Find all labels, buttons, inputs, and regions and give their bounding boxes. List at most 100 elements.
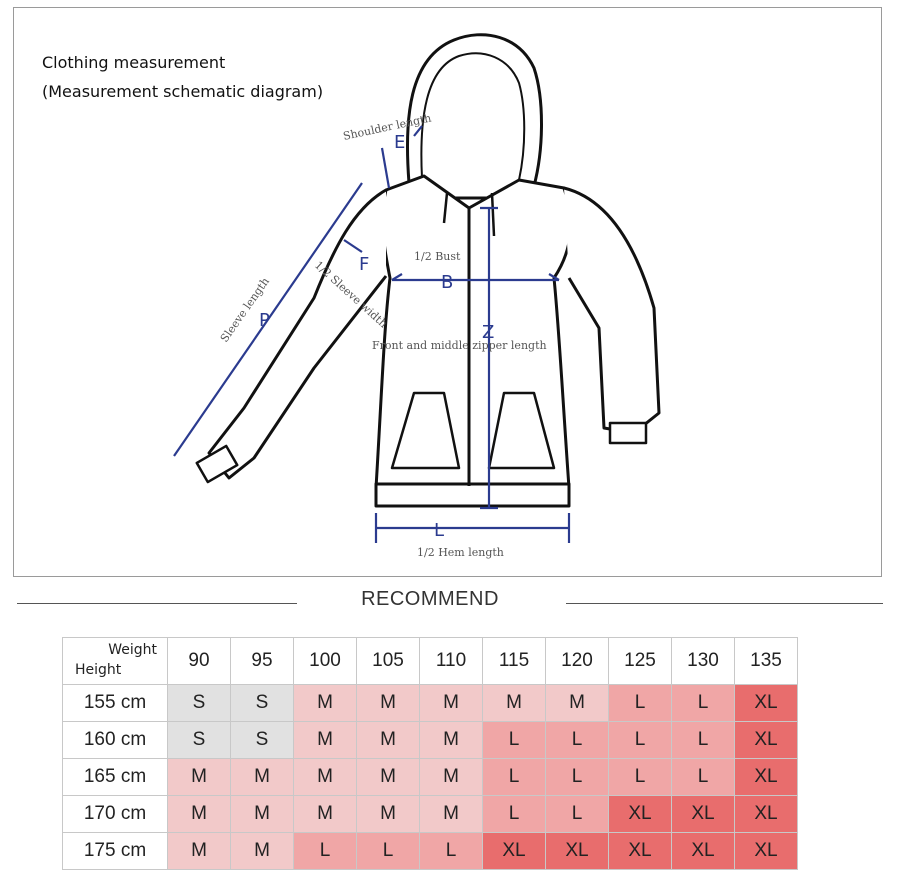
size-cell: S (230, 721, 294, 759)
size-cell: M (356, 758, 420, 796)
size-cell: S (167, 684, 231, 722)
weight-column-header: 100 (293, 637, 357, 685)
height-row-header: 175 cm (62, 832, 168, 870)
letter-e: E (394, 132, 405, 153)
left-cuff (195, 444, 239, 484)
weight-column-header: 110 (419, 637, 483, 685)
hoodie-diagram: E F B P Z L Shoulder length 1/2 Bust 1/2… (173, 33, 661, 559)
hood-inner (420, 52, 526, 181)
size-cell: XL (734, 684, 798, 722)
letter-l: L (434, 520, 444, 541)
divider-line-left (17, 603, 297, 604)
height-header: Height (75, 662, 122, 678)
bust-dim-arrow-l (391, 273, 403, 281)
size-cell: M (293, 684, 357, 722)
height-row-header: 160 cm (62, 721, 168, 759)
size-cell: M (293, 758, 357, 796)
size-cell: L (356, 832, 420, 870)
bust-dim-arrow-r (548, 273, 560, 281)
sleeve-width-dim-line (343, 239, 363, 253)
size-cell: M (356, 795, 420, 833)
shoulder-dim-line (380, 147, 391, 189)
letter-z: Z (482, 322, 494, 343)
size-cell: M (482, 684, 546, 722)
weight-column-header: 135 (734, 637, 798, 685)
size-cell: L (545, 721, 609, 759)
size-cell: L (482, 721, 546, 759)
size-cell: M (356, 721, 420, 759)
size-cell: S (230, 684, 294, 722)
size-cell: XL (734, 721, 798, 759)
size-cell: S (167, 721, 231, 759)
recommend-title: RECOMMEND (361, 588, 499, 610)
size-cell: L (482, 795, 546, 833)
diagram-title: Clothing measurement (Measurement schema… (42, 48, 323, 106)
size-cell: M (230, 795, 294, 833)
size-cell: L (608, 721, 672, 759)
label-bust: 1/2 Bust (414, 250, 461, 263)
size-cell: M (293, 721, 357, 759)
weight-column-header: 95 (230, 637, 294, 685)
weight-column-header: 90 (167, 637, 231, 685)
size-cell: XL (734, 795, 798, 833)
right-cuff (608, 421, 648, 445)
weight-column-header: 120 (545, 637, 609, 685)
size-cell: M (419, 795, 483, 833)
recommend-divider: RECOMMEND (0, 588, 900, 618)
size-cell: L (545, 758, 609, 796)
weight-column-header: 130 (671, 637, 735, 685)
shoulder-dim-line-2 (413, 125, 423, 137)
weight-column-header: 105 (356, 637, 420, 685)
weight-column-header: 125 (608, 637, 672, 685)
size-cell: XL (734, 832, 798, 870)
size-cell: XL (734, 758, 798, 796)
size-cell: M (167, 832, 231, 870)
size-cell: M (167, 758, 231, 796)
diagram-title-line1: Clothing measurement (42, 53, 226, 72)
size-cell: L (671, 758, 735, 796)
height-row-header: 165 cm (62, 758, 168, 796)
size-cell: M (356, 684, 420, 722)
size-cell: L (671, 721, 735, 759)
label-zipper-length: Front and middle zipper length (372, 339, 547, 352)
size-cell: L (608, 758, 672, 796)
diagram-title-line2: (Measurement schematic diagram) (42, 82, 324, 101)
size-cell: M (419, 758, 483, 796)
size-cell: L (608, 684, 672, 722)
measurement-diagram-frame: Clothing measurement (Measurement schema… (13, 7, 882, 577)
kangaroo-pocket (390, 391, 556, 470)
divider-line-right (566, 603, 883, 604)
label-hem-length: 1/2 Hem length (417, 546, 504, 559)
size-cell: M (419, 684, 483, 722)
hoodie-illustration (195, 33, 661, 508)
weight-header: Weight (108, 642, 157, 658)
size-cell: XL (608, 795, 672, 833)
size-cell: L (419, 832, 483, 870)
hem-band (374, 482, 571, 508)
letter-b: B (441, 272, 453, 293)
size-cell: L (482, 758, 546, 796)
height-row-header: 155 cm (62, 684, 168, 722)
size-cell: M (545, 684, 609, 722)
size-cell: XL (608, 832, 672, 870)
size-cell: L (671, 684, 735, 722)
size-cell: XL (671, 795, 735, 833)
size-cell: M (419, 721, 483, 759)
size-cell: L (293, 832, 357, 870)
size-cell: M (230, 758, 294, 796)
size-cell: M (293, 795, 357, 833)
size-cell: XL (545, 832, 609, 870)
size-cell: M (167, 795, 231, 833)
size-cell: XL (482, 832, 546, 870)
size-cell: XL (671, 832, 735, 870)
size-cell: L (545, 795, 609, 833)
right-sleeve (563, 186, 661, 435)
